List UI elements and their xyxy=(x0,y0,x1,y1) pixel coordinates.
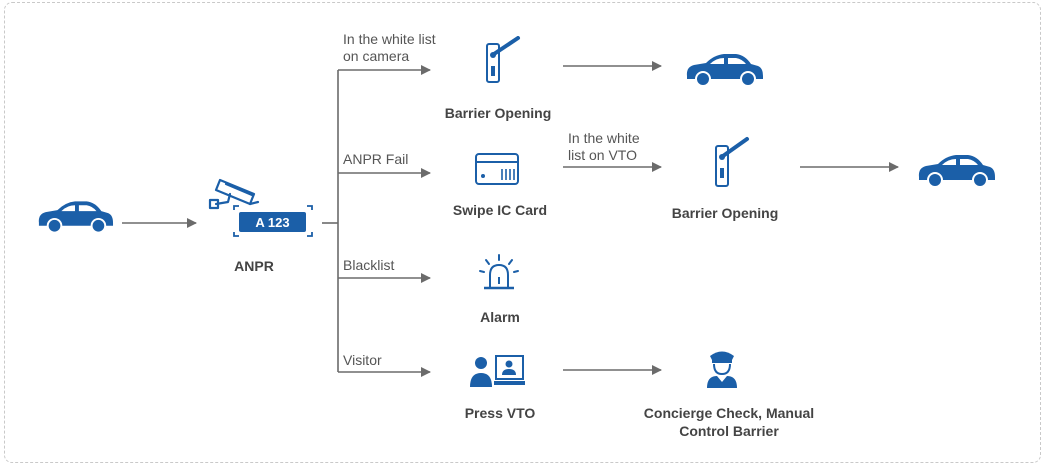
guard-icon xyxy=(707,351,737,388)
press-vto-label: Press VTO xyxy=(464,405,536,421)
car-icon xyxy=(686,54,763,87)
branch-label-white-list-camera: In the white list on camera xyxy=(343,31,436,64)
anpr-camera-icon: A 123 xyxy=(208,178,313,237)
branch-label-white-list-vto: In the white list on VTO xyxy=(568,130,640,163)
alarm-icon xyxy=(479,254,519,290)
branch-label-anpr-fail: ANPR Fail xyxy=(343,151,409,167)
ic-card-icon xyxy=(475,153,519,185)
swipe-ic-card-label: Swipe IC Card xyxy=(452,202,548,218)
barrier-opening-1-label: Barrier Opening xyxy=(444,105,552,121)
barrier-icon xyxy=(486,36,520,83)
concierge-label: Concierge Check, Manual Control Barrier xyxy=(643,405,815,439)
car-icon xyxy=(38,201,114,234)
anpr-label: ANPR xyxy=(234,258,274,274)
plate-text: A 123 xyxy=(255,215,289,230)
alarm-label: Alarm xyxy=(480,309,520,325)
barrier-icon xyxy=(715,137,749,187)
branch-label-blacklist: Blacklist xyxy=(343,257,395,273)
press-vto-icon xyxy=(470,355,525,387)
diagram-frame xyxy=(4,2,1041,463)
car-icon xyxy=(918,155,995,188)
barrier-opening-2-label: Barrier Opening xyxy=(671,205,779,221)
branch-label-visitor: Visitor xyxy=(343,352,382,368)
